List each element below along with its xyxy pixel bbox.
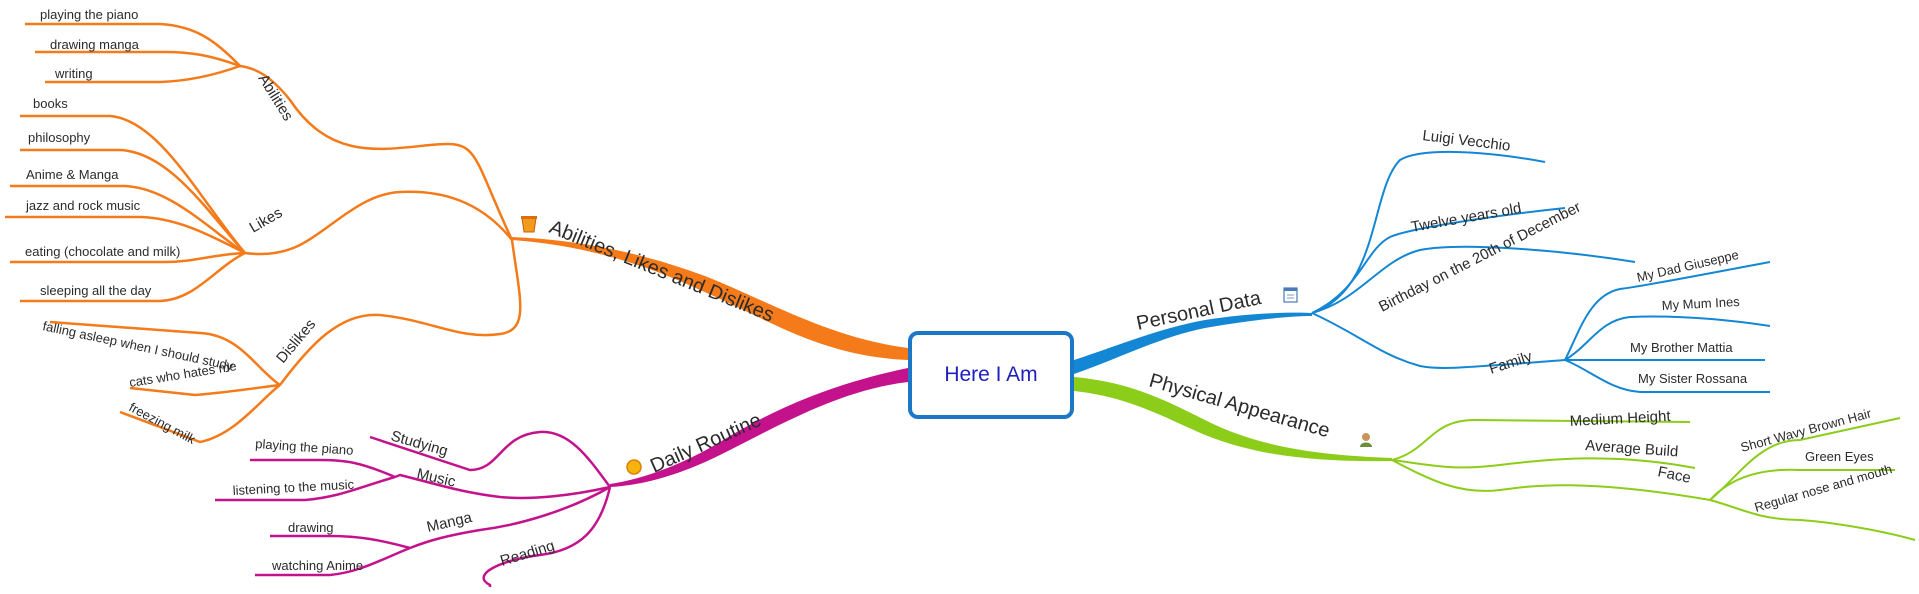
abilities-likes-label[interactable]: Abilities, Likes and Dislikes xyxy=(546,216,777,326)
studying-label[interactable]: Studying xyxy=(389,428,450,460)
like-item-5[interactable]: sleeping all the day xyxy=(40,283,152,298)
family-label[interactable]: Family xyxy=(1487,348,1535,378)
family-item-3[interactable]: My Sister Rossana xyxy=(1638,371,1748,386)
family-item-1[interactable]: My Mum Ines xyxy=(1661,294,1740,313)
personal-item-0[interactable]: Luigi Vecchio xyxy=(1422,127,1512,155)
central-node[interactable]: Here I Am xyxy=(908,331,1074,419)
appearance-item-1[interactable]: Average Build xyxy=(1585,437,1679,460)
ability-item-1[interactable]: drawing manga xyxy=(50,37,140,52)
manga-item-1[interactable]: watching Anime xyxy=(271,558,363,573)
like-item-0[interactable]: books xyxy=(33,96,68,111)
bucket-icon xyxy=(521,216,537,233)
person-icon xyxy=(1360,433,1372,447)
likes-label[interactable]: Likes xyxy=(247,204,286,236)
appearance-item-0[interactable]: Medium Height xyxy=(1569,408,1671,430)
music-item-1[interactable]: listening to the music xyxy=(232,477,355,498)
notepad-icon xyxy=(1283,287,1298,303)
music-item-0[interactable]: playing the piano xyxy=(255,436,354,458)
dislike-item-2[interactable]: freezing milk xyxy=(127,399,199,447)
sun-icon xyxy=(626,459,642,475)
like-item-4[interactable]: eating (chocolate and milk) xyxy=(25,244,180,259)
like-item-3[interactable]: jazz and rock music xyxy=(25,198,141,213)
dislikes-label[interactable]: Dislikes xyxy=(273,316,319,367)
music-label[interactable]: Music xyxy=(415,465,457,490)
blue-connectors xyxy=(1311,150,1771,393)
branch-personal-data-line xyxy=(1074,312,1312,374)
green-connectors xyxy=(1391,417,1916,541)
orange-connectors xyxy=(5,22,522,444)
face-item-1[interactable]: Green Eyes xyxy=(1805,449,1874,464)
face-label[interactable]: Face xyxy=(1656,463,1692,487)
family-item-2[interactable]: My Brother Mattia xyxy=(1630,340,1733,355)
manga-item-0[interactable]: drawing xyxy=(288,520,334,535)
family-item-0[interactable]: My Dad Giuseppe xyxy=(1635,247,1740,285)
central-node-label: Here I Am xyxy=(944,363,1038,386)
branch-physical-appearance-line xyxy=(1074,377,1392,462)
face-item-0[interactable]: Short Wavy Brown Hair xyxy=(1739,405,1874,455)
like-item-2[interactable]: Anime & Manga xyxy=(26,167,119,182)
reading-label[interactable]: Reading xyxy=(498,537,556,570)
personal-item-1[interactable]: Twelve years old xyxy=(1410,200,1523,236)
ability-item-2[interactable]: writing xyxy=(54,66,93,81)
abilities-label[interactable]: Abilities xyxy=(255,71,297,124)
ability-item-0[interactable]: playing the piano xyxy=(40,7,138,22)
magenta-connectors xyxy=(215,430,612,587)
like-item-1[interactable]: philosophy xyxy=(28,130,91,145)
branch-daily-routine-line xyxy=(610,368,908,487)
branch-abilities-likes-line xyxy=(512,237,908,360)
daily-routine-label[interactable]: Daily Routine xyxy=(647,409,765,477)
